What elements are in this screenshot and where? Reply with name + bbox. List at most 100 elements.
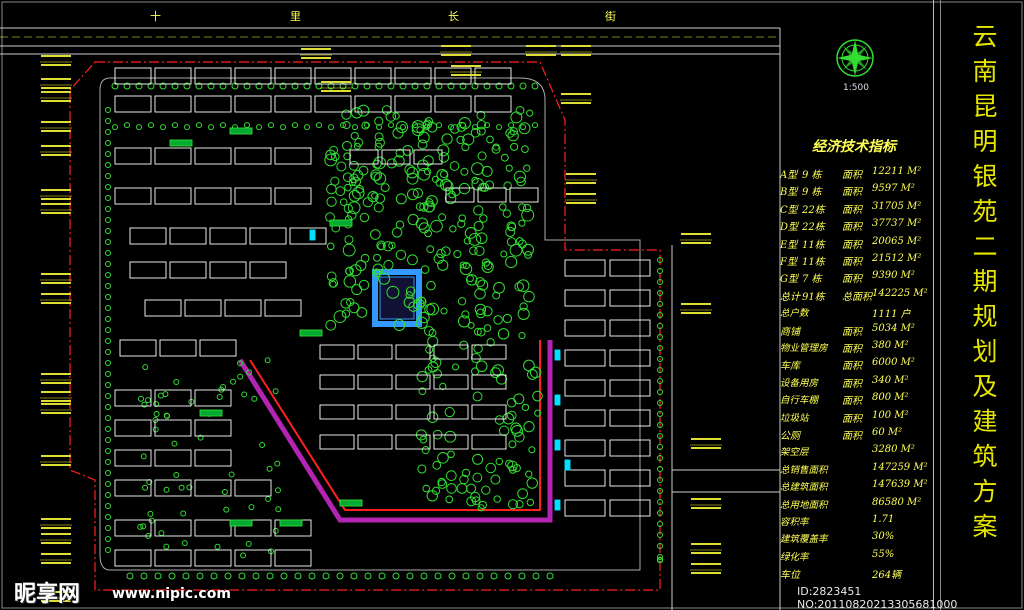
tree-icon [395,249,407,261]
tree-icon [472,453,484,465]
tree-icon [510,422,522,434]
tree-icon [411,82,419,90]
building [194,147,232,165]
building [234,95,272,113]
tree-icon [148,517,155,524]
tree-icon [466,496,477,507]
tree-icon [395,220,405,229]
building [609,439,651,457]
tree-icon [411,123,425,137]
tree-icon [657,557,663,563]
tree-icon [483,82,491,90]
coordinate-text-mark [526,45,556,47]
building [564,459,571,471]
tree-icon [657,543,663,549]
tree-icon [347,201,361,215]
coordinate-text-mark [41,130,71,132]
coordinate-text-mark [321,90,351,92]
tree-icon [513,393,525,405]
tree-icon [476,126,486,136]
tree-icon [532,572,540,580]
tree-icon [657,477,663,483]
tree-icon [500,250,508,258]
tree-icon [146,478,153,485]
tree-icon [426,195,438,207]
indicator-cell: 5034 M² [872,322,915,334]
tree-icon [221,489,228,496]
tree-icon [505,226,516,237]
tree-icon [238,572,246,580]
building [471,404,507,420]
tree-icon [657,499,663,505]
coordinate-text-mark [41,145,71,147]
tree-icon [445,495,454,504]
tree-icon [457,297,467,306]
coordinate-text-mark [526,54,556,56]
tree-icon [399,82,407,90]
tree-icon [105,536,111,542]
tree-icon [105,459,111,465]
title-frame-line [933,0,934,610]
title-char: 期 [972,267,998,296]
tree-icon [483,324,492,332]
building [564,289,606,307]
coordinate-text-mark [41,562,71,564]
tree-icon [523,290,535,303]
tree-icon [105,448,111,454]
building [154,147,192,165]
coordinate-text-mark [41,412,71,414]
tree-icon [657,554,663,560]
tree-icon [446,483,457,494]
tree-icon [475,232,488,245]
tree-icon [657,268,663,274]
tree-icon [459,262,473,276]
tree-icon [461,468,471,478]
indicator-cell: 总用地面积 [780,499,828,511]
title-frame-line-inner [940,0,941,610]
tree-icon [168,572,176,580]
building [234,479,272,497]
coordinate-text-mark [691,563,721,565]
coordinate-text-mark [691,552,721,554]
coordinate-text-mark [41,189,71,191]
tree-icon [207,82,215,90]
indicator-cell: 31705 M² [872,200,922,212]
tree-icon [532,122,538,129]
tree-icon [105,382,111,388]
tree-icon [195,82,203,90]
tree-icon [147,510,154,517]
tree-icon [359,212,370,223]
tree-icon [105,228,111,234]
tree-icon [497,328,510,340]
tree-icon [126,572,134,580]
building [314,67,352,85]
building [114,519,152,537]
indicator-cell: 面积 [842,222,862,234]
tree-icon [348,160,359,171]
tree-icon [486,338,495,347]
tree-icon [392,127,404,139]
building [194,449,232,467]
tree-icon [507,460,518,472]
coordinate-text-mark [561,102,591,104]
building [114,67,152,85]
building [274,95,312,113]
building [564,469,606,487]
title-char: 规 [972,302,998,331]
tree-icon [503,181,512,191]
tree-icon [184,124,190,131]
tree-icon [406,166,419,179]
coordinate-text-mark [41,282,71,284]
tree-icon [336,572,344,580]
indicator-cell: 37737 M² [872,218,922,230]
tree-icon [518,332,526,340]
tree-icon [178,484,185,491]
tree-icon [506,397,517,408]
tree-icon [449,225,457,233]
indicator-cell: 总户数 [780,308,809,320]
tree-icon [463,237,471,245]
title-char: 二 [972,232,998,261]
tree-icon [105,283,111,289]
tree-icon [525,470,533,478]
indicator-cell: 7 栋 [802,274,822,286]
